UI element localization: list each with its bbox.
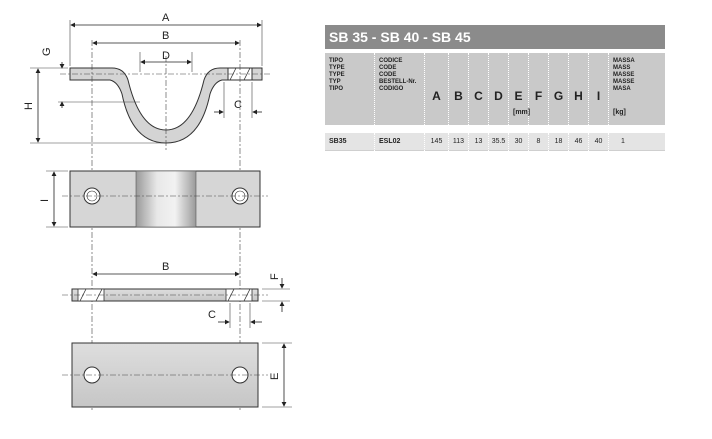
header-mass-cell: MASSA MASS MASSE MASSE MASA [kg] (609, 53, 665, 125)
row-value-e: 30 (509, 133, 529, 151)
dim-c-label: C (234, 99, 242, 111)
mass-label: MASA (613, 86, 631, 92)
plate-plan-view: E (62, 342, 292, 408)
table-header: TIPO TYPE TYPE TYP TIPO CODICE CODE CODE… (325, 53, 665, 125)
code-label: CODIGO (379, 86, 404, 92)
plate-dim-e-label: E (269, 373, 281, 380)
dim-letter: H (574, 89, 583, 103)
mass-unit: [kg] (613, 109, 626, 116)
header-dim-h: H (569, 53, 589, 125)
row-value-a: 145 (425, 133, 449, 151)
type-label: TIPO (329, 86, 344, 92)
clamp-profile-view: A B D G H C (23, 12, 272, 410)
dim-i-label: I (39, 199, 51, 202)
mass-label-stack: MASSA MASS MASSE MASSE MASA (613, 58, 635, 93)
header-dim-a: A (425, 53, 449, 125)
dim-a-label: A (162, 12, 170, 24)
row-value-b: 113 (449, 133, 469, 151)
header-type-cell: TIPO TYPE TYPE TYP TIPO (325, 53, 375, 125)
header-dim-g: G (549, 53, 569, 125)
dim-letter: A (432, 89, 441, 103)
mass-label: MASSA (613, 58, 635, 64)
table-title: SB 35 - SB 40 - SB 45 (325, 25, 665, 49)
row-value-i: 40 (589, 133, 609, 151)
code-label: CODE (379, 72, 397, 78)
code-label: CODE (379, 65, 397, 71)
dim-letter: G (553, 89, 564, 103)
row-value-g: 18 (549, 133, 569, 151)
dim-letter: E (514, 89, 523, 103)
header-dim-e: E [mm] (509, 53, 530, 125)
mass-label: MASSE (613, 72, 635, 78)
header-code-cell: CODICE CODE CODE BESTELL-Nr. CODIGO (375, 53, 425, 125)
dim-h-label: H (23, 102, 35, 110)
row-value-c: 13 (469, 133, 489, 151)
header-dim-c: C (469, 53, 489, 125)
table-row: SB35 ESL02 145 113 13 35.5 30 8 18 46 40… (325, 133, 665, 151)
plate-dim-f-label: F (269, 273, 281, 280)
row-value-h: 46 (569, 133, 589, 151)
code-label-stack: CODICE CODE CODE BESTELL-Nr. CODIGO (379, 58, 416, 93)
row-code: ESL02 (375, 133, 425, 151)
code-label: CODICE (379, 58, 403, 64)
type-label: TYPE (329, 72, 345, 78)
row-type: SB35 (325, 133, 375, 151)
type-label-stack: TIPO TYPE TYPE TYP TIPO (329, 58, 345, 93)
type-label: TYP (329, 79, 341, 85)
mass-label: MASS (613, 65, 631, 71)
dim-unit: [mm] (513, 109, 531, 116)
header-dim-i: I (589, 53, 609, 125)
dim-letter: I (596, 89, 601, 103)
row-value-d: 35.5 (489, 133, 509, 151)
dim-letter: B (454, 89, 463, 103)
plate-dim-c-label: C (208, 309, 216, 321)
code-label: BESTELL-Nr. (379, 79, 417, 85)
dim-d-label: D (162, 50, 170, 62)
table-spacer (325, 125, 665, 133)
type-label: TYPE (329, 65, 345, 71)
clamp-plan-view: I (39, 170, 268, 228)
type-label: TIPO (329, 58, 344, 64)
row-value-f: 8 (529, 133, 549, 151)
header-dim-d: D (489, 53, 509, 125)
dim-letter: D (494, 89, 503, 103)
dim-letter: C (474, 89, 483, 103)
plate-dim-b-label: B (162, 261, 169, 273)
dim-b-label: B (162, 30, 169, 42)
plate-section-view: B F C (62, 261, 290, 328)
row-mass: 1 (621, 138, 625, 145)
dim-g-label: G (41, 47, 53, 56)
header-dim-f: F (529, 53, 549, 125)
mass-label: MASSE (613, 79, 635, 85)
dim-letter: F (534, 89, 543, 103)
header-dim-b: B (449, 53, 469, 125)
